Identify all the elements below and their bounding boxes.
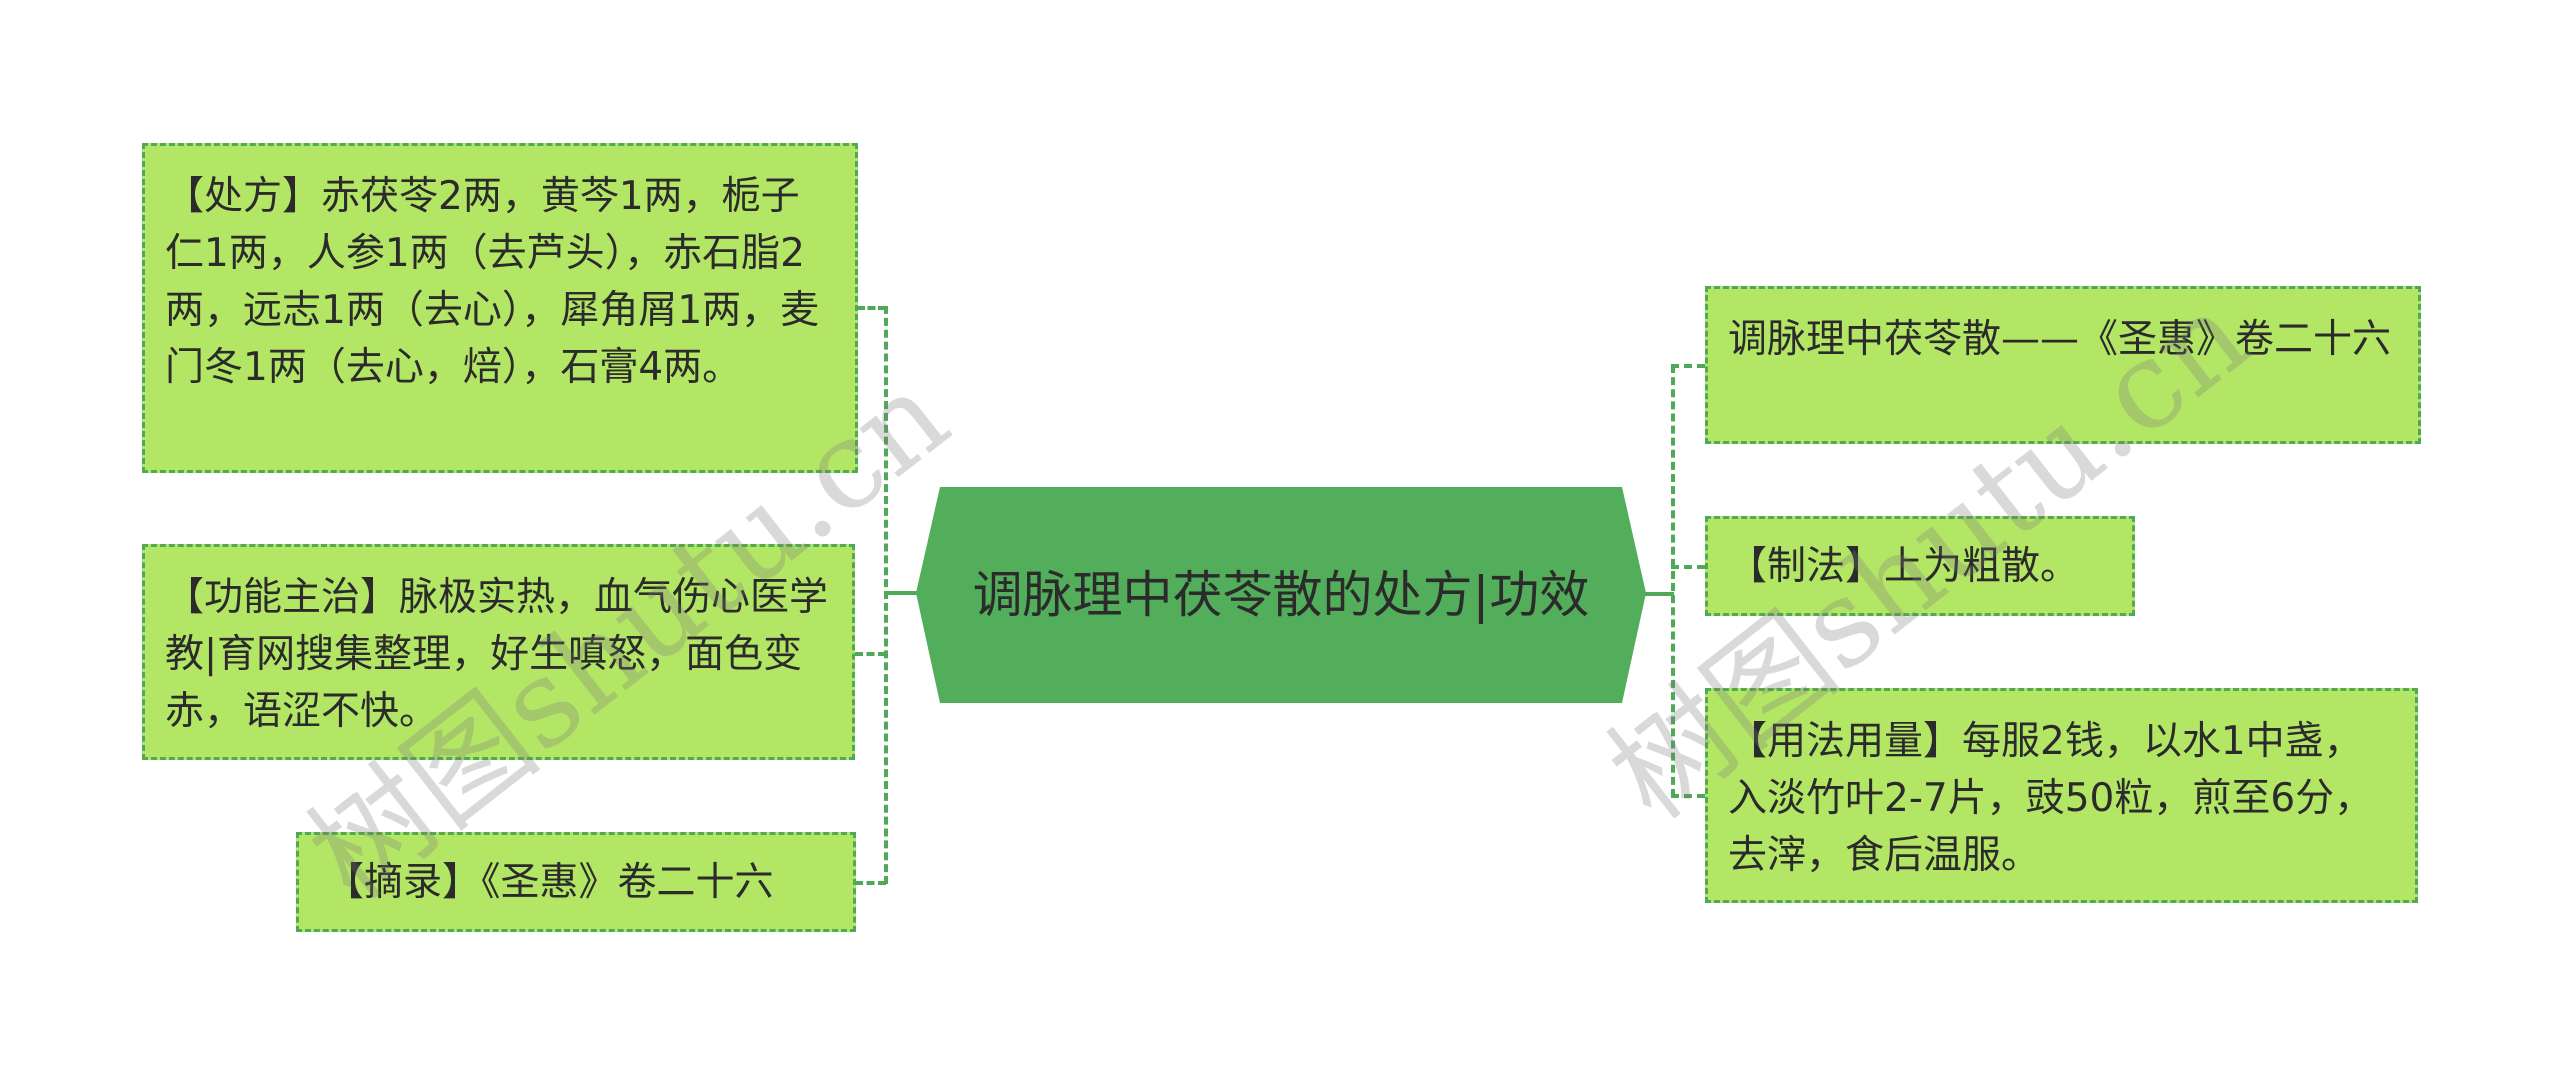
branch-node-text: 【用法用量】每服2钱，以水1中盏，入淡竹叶2-7片，豉50粒，煎至6分，去滓，食… — [1728, 719, 2374, 878]
branch-node-prescription[interactable]: 【处方】赤茯苓2两，黄芩1两，栀子仁1两，人参1两（去芦头），赤石脂2两，远志1… — [142, 143, 858, 473]
central-topic-label: 调脉理中茯苓散的处方|功效 — [972, 566, 1590, 624]
connector-left-1 — [857, 306, 886, 310]
central-topic-node[interactable]: 调脉理中茯苓散的处方|功效 — [916, 487, 1646, 703]
right-spine-connector — [1671, 365, 1675, 797]
branch-node-text: 调脉理中茯苓散——《圣惠》卷二十六 — [1728, 317, 2392, 362]
branch-node-preparation[interactable]: 【制法】上为粗散。 — [1705, 516, 2135, 616]
connector-right-2 — [1671, 565, 1705, 569]
branch-node-dosage[interactable]: 【用法用量】每服2钱，以水1中盏，入淡竹叶2-7片，豉50粒，煎至6分，去滓，食… — [1705, 688, 2418, 903]
connector-center-left — [884, 591, 918, 595]
branch-node-title-source[interactable]: 调脉理中茯苓散——《圣惠》卷二十六 — [1705, 286, 2421, 444]
hexagon-shape — [916, 487, 1646, 703]
connector-right-3 — [1671, 794, 1705, 798]
branch-node-source[interactable]: 【摘录】《圣惠》卷二十六 — [296, 832, 856, 932]
branch-node-text: 【制法】上为粗散。 — [1728, 543, 2080, 589]
connector-right-1 — [1671, 364, 1705, 368]
left-spine-connector — [884, 306, 888, 884]
branch-node-text: 【功能主治】脉极实热，血气伤心医学教|育网搜集整理，好生嗔怒，面色变赤，语涩不快… — [165, 575, 829, 734]
branch-node-text: 【摘录】《圣惠》卷二十六 — [325, 859, 774, 905]
connector-left-3 — [855, 881, 886, 885]
branch-node-indications[interactable]: 【功能主治】脉极实热，血气伤心医学教|育网搜集整理，好生嗔怒，面色变赤，语涩不快… — [142, 544, 855, 760]
branch-node-text: 【处方】赤茯苓2两，黄芩1两，栀子仁1两，人参1两（去芦头），赤石脂2两，远志1… — [165, 174, 820, 390]
connector-left-2 — [855, 652, 886, 656]
connector-center-right — [1644, 592, 1674, 596]
